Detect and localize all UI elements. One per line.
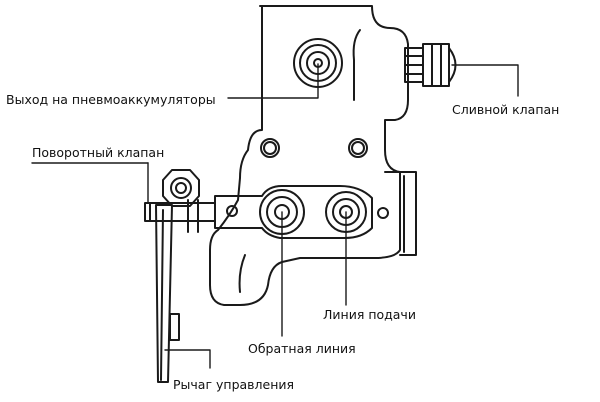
valve-body [209, 5, 409, 306]
leader-drain-valve [451, 64, 519, 97]
mounting-hole [348, 138, 368, 158]
mounting-hole [260, 138, 280, 158]
label-control-lever: Рычаг управления [173, 377, 295, 392]
mounting-hole [377, 207, 389, 219]
label-supply-line: Линия подачи [323, 307, 416, 322]
mounting-hole [226, 205, 238, 217]
leader-control-lever [164, 349, 211, 369]
drain-valve-fitting [404, 43, 457, 87]
control-lever [155, 204, 180, 383]
label-rotary-valve: Поворотный клапан [32, 145, 165, 160]
body-right-step [384, 171, 417, 256]
rotary-valve-nut [162, 169, 200, 207]
rotary-valve-shaft [144, 199, 216, 233]
leader-accumulator-outlet [227, 63, 319, 99]
label-return-line: Обратная линия [248, 341, 356, 356]
body-contour-top [352, 29, 361, 101]
port-plate [214, 185, 373, 239]
leader-lines [31, 63, 519, 369]
label-accumulator-outlet: Выход на пневмоаккумуляторы [6, 92, 216, 107]
label-drain-valve: Сливной клапан [452, 102, 560, 117]
body-contour-left [238, 254, 246, 293]
